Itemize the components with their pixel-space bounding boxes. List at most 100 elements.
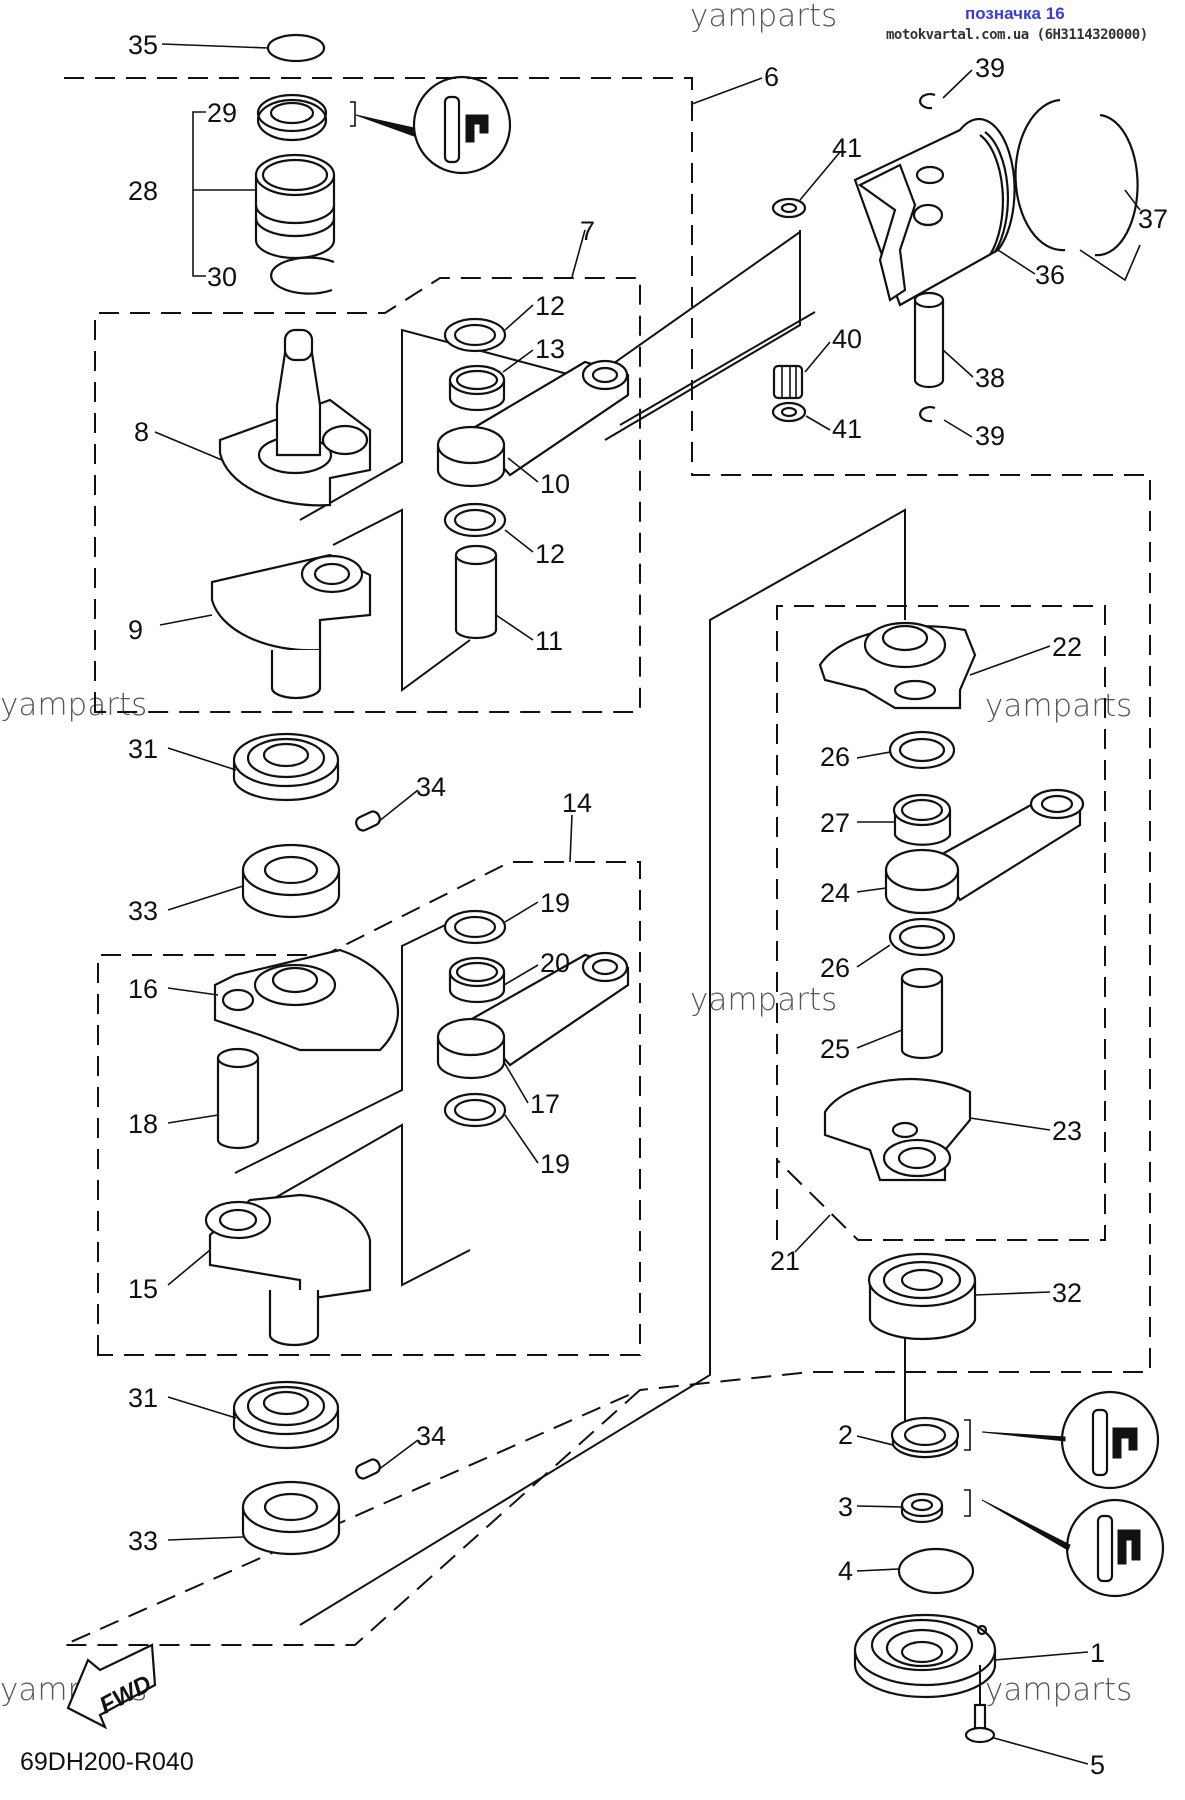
part-1-housing (853, 1613, 997, 1699)
callout-18: 18 (128, 1109, 158, 1139)
callout-41: 41 (832, 133, 862, 163)
callout-37: 37 (1138, 204, 1168, 234)
callout-19: 19 (540, 888, 570, 918)
leader-line-11 (495, 614, 534, 641)
callout-4: 4 (838, 1556, 853, 1586)
part-10-connecting-rod (436, 359, 630, 488)
leader-line-9 (159, 614, 213, 626)
callout-34: 34 (416, 1421, 446, 1451)
part-32-ball-bearing (867, 1252, 977, 1341)
leader-line-33 (167, 885, 244, 911)
part-4-o-ring (897, 1547, 975, 1595)
part-11-crank-pin (454, 544, 498, 640)
leader-line-40 (804, 341, 831, 373)
group-box-14 (97, 861, 641, 1356)
callout-41: 41 (832, 414, 862, 444)
callout-10: 10 (540, 469, 570, 499)
part-16-crank-web (213, 948, 400, 1052)
callout-40: 40 (832, 324, 862, 354)
leader-line-20 (503, 964, 539, 986)
leader-line-31 (167, 747, 237, 771)
leader-line-19 (504, 901, 539, 923)
group-box-21 (776, 605, 1106, 1241)
part-13-needle-bearing (448, 364, 506, 412)
detail-grease-icon-seal-3 (964, 1489, 1165, 1598)
part-25-crank-pin (900, 967, 944, 1060)
part-41-washer-top (771, 197, 807, 219)
callout-8: 8 (134, 417, 149, 447)
callout-19: 19 (540, 1149, 570, 1179)
callout-22: 22 (1052, 632, 1082, 662)
callout-12: 12 (535, 291, 565, 321)
watermark: yamparts (0, 687, 147, 723)
leader-line-12 (504, 304, 534, 331)
part-39-clip-bottom (919, 406, 936, 423)
part-24-connecting-rod (884, 788, 1085, 915)
callout-3: 3 (838, 1492, 853, 1522)
callout-21: 21 (770, 1246, 800, 1276)
leader-line-15 (167, 1249, 211, 1286)
callout-15: 15 (128, 1274, 158, 1304)
leader-line-24 (856, 887, 887, 893)
part-35-o-ring (266, 33, 326, 63)
callout-6: 6 (764, 62, 779, 92)
callout-25: 25 (820, 1034, 850, 1064)
part-28-bearing (254, 153, 336, 260)
bracket-28-30 (192, 111, 256, 277)
callout-13: 13 (535, 334, 565, 364)
callout-31: 31 (128, 1383, 158, 1413)
callout-33: 33 (128, 1526, 158, 1556)
leader-line-2 (856, 1435, 894, 1446)
leader-line-34 (377, 789, 419, 823)
callout-7: 7 (580, 216, 595, 246)
part-5-bolt (964, 1665, 996, 1744)
part-37-piston-rings (1014, 98, 1141, 282)
part-8-crank-upper (218, 328, 372, 507)
leader-line-36 (997, 249, 1036, 275)
leader-line-25 (856, 1029, 903, 1049)
part-26-washer (888, 730, 956, 770)
leader-line-4 (856, 1568, 900, 1572)
part-18-crank-pin (216, 1047, 260, 1150)
callout-12: 12 (535, 539, 565, 569)
detail-grease-icon-seal-2 (964, 1390, 1160, 1490)
part-12-washer-lower (443, 502, 507, 538)
leader-line-26 (856, 944, 891, 968)
part-41-washer-bottom (771, 401, 807, 423)
callout-27: 27 (820, 808, 850, 838)
part-20-needle-bearing (448, 956, 506, 1004)
part-26-washer-lower (888, 917, 956, 957)
part-31-labyrinth-seal (232, 732, 340, 802)
part-9-crank-web (210, 553, 372, 700)
callout-2: 2 (838, 1420, 853, 1450)
part-2-oil-seal (890, 1416, 960, 1459)
leader-line-17 (503, 1061, 529, 1104)
leader-line-33 (167, 1536, 244, 1541)
watermark: yamparts (690, 982, 837, 1018)
part-19-washer (443, 909, 507, 945)
watermark: yamparts (690, 0, 837, 34)
part-33-bearing-ring (241, 843, 341, 919)
part-22-crank-web-upper (818, 621, 977, 710)
part-34-dowel-pin-lower (355, 1458, 381, 1480)
leader-line-41 (805, 415, 831, 431)
callout-26: 26 (820, 742, 850, 772)
callout-39: 39 (975, 53, 1005, 83)
part-38-piston-pin (913, 291, 945, 389)
callout-39: 39 (975, 421, 1005, 451)
leader-line-41 (799, 151, 841, 201)
group-box-7 (94, 277, 641, 713)
part-19-washer-lower (443, 1092, 507, 1128)
part-33-bearing-ring-lower (241, 1480, 341, 1556)
callout-20: 20 (540, 948, 570, 978)
leader-line-35 (161, 43, 269, 49)
leader-line-39 (942, 69, 973, 99)
callout-32: 32 (1052, 1278, 1082, 1308)
leader-line-19 (504, 1114, 539, 1164)
part-15-crank-web-lower (204, 1193, 372, 1347)
callout-14: 14 (562, 788, 592, 818)
leader-line-26 (856, 751, 891, 759)
leader-line-39 (943, 419, 973, 438)
